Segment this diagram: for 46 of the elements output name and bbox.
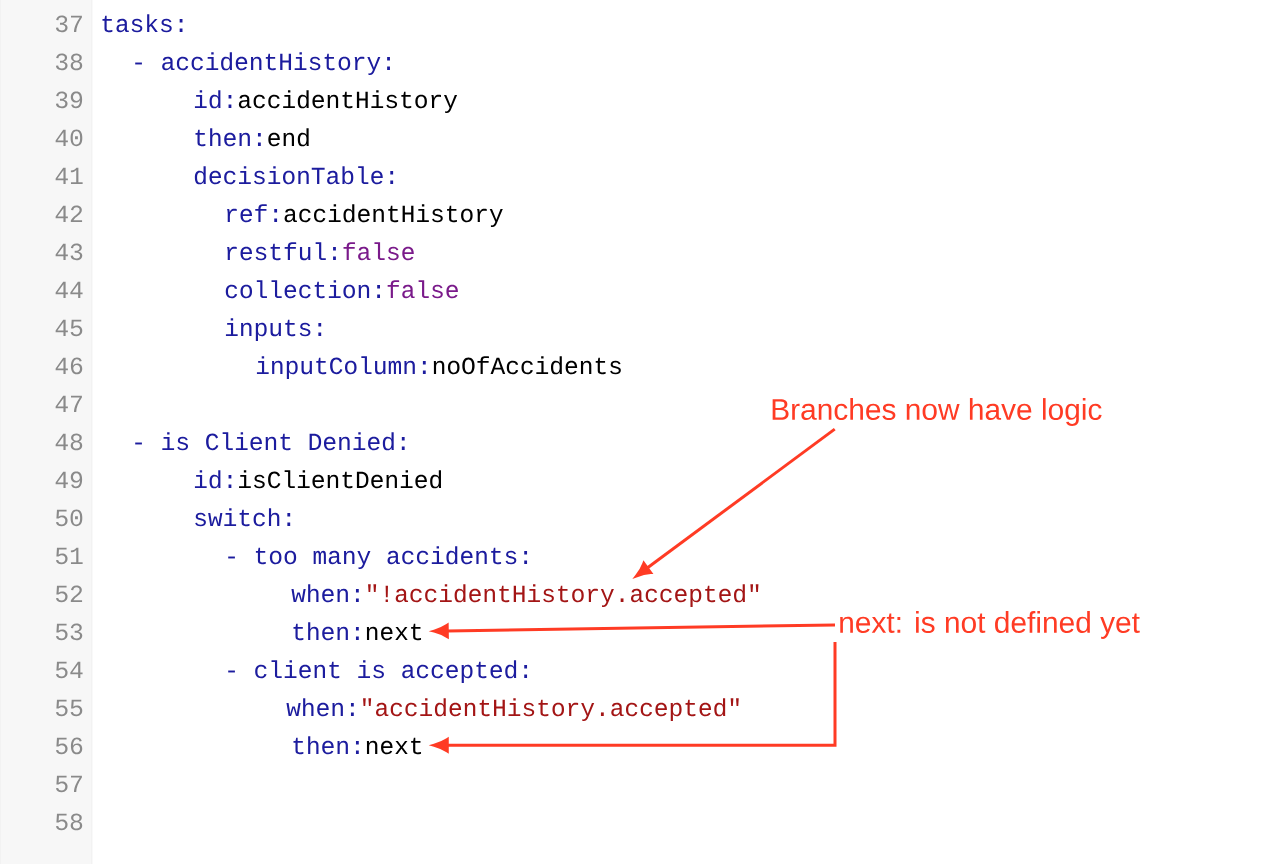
line-number: 37 — [55, 15, 82, 33]
line-number: 56 — [55, 737, 83, 755]
code-line: - client is accepted: — [228, 660, 528, 684]
code-line: id: isClientDenied — [194, 470, 442, 489]
line-number: 57 — [55, 775, 82, 793]
annotation-text: Branches now have logic — [772, 398, 1102, 426]
code-line: then: next — [293, 736, 422, 755]
line-number: 58 — [55, 813, 83, 831]
code-line: decisionTable: — [194, 166, 394, 185]
line-number: 39 — [55, 91, 83, 109]
line-number: 40 — [55, 129, 83, 147]
code-line: collection: false — [225, 280, 458, 299]
code-line: ref: accidentHistory — [227, 204, 503, 228]
line-number: 51 — [55, 547, 83, 565]
code-line: - accidentHistory: — [135, 52, 390, 76]
annotation-text: next: is not defined yet — [840, 611, 1140, 639]
code-line: id: accidentHistory — [194, 90, 458, 114]
line-number: 53 — [55, 623, 83, 641]
code-line: - too many accidents: — [228, 546, 528, 570]
line-number: 45 — [55, 319, 83, 337]
code-line: inputs: — [225, 318, 322, 342]
code-line: switch: — [195, 508, 291, 527]
line-number: 50 — [55, 509, 83, 527]
code-line: restful: false — [227, 242, 414, 261]
code-line: tasks: — [102, 14, 183, 33]
line-number: 46 — [55, 357, 83, 375]
code-line: inputColumn: noOfAccidents — [256, 356, 621, 380]
line-number: 48 — [55, 433, 83, 451]
line-number: 55 — [55, 699, 83, 717]
arrow — [432, 642, 837, 753]
code-line: - is Client Denied: — [135, 432, 405, 451]
arrow — [635, 427, 836, 578]
code-line: when: "!accidentHistory.accepted" — [291, 584, 759, 608]
line-number: 44 — [55, 281, 83, 298]
line-number: 52 — [55, 585, 83, 603]
line-number: 54 — [55, 661, 83, 679]
line-number: 43 — [55, 243, 83, 261]
arrow — [432, 623, 836, 639]
code-line: then: end — [195, 128, 309, 147]
line-number: 47 — [55, 395, 82, 412]
line-number: 41 — [55, 167, 83, 184]
line-number: 38 — [55, 53, 83, 71]
code-line: when: "accidentHistory.accepted" — [286, 698, 739, 722]
code-line: then: next — [293, 622, 422, 641]
line-number: 42 — [55, 205, 83, 222]
line-number: 49 — [55, 471, 83, 489]
